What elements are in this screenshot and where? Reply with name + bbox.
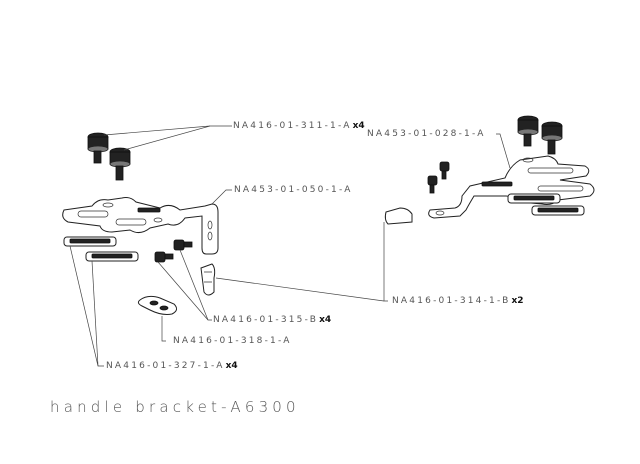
small-screw-1 (154, 251, 174, 263)
quantity: x4 (319, 315, 332, 325)
plate-part (137, 295, 178, 315)
quantity: x4 (225, 361, 238, 371)
part-number: NA416-01-311-1-A (233, 121, 352, 131)
knob-screw-left-1 (87, 132, 109, 164)
rail-pad-right-1 (507, 193, 561, 204)
quantity: x2 (511, 296, 524, 306)
label-plate: NA416-01-318-1-A (173, 336, 292, 347)
knob-screw-right-2 (541, 121, 563, 155)
label-rail-pad: NA416-01-327-1-Ax4 (106, 361, 238, 372)
label-small-screw: NA416-01-315-Bx4 (213, 315, 331, 326)
quantity: x4 (352, 121, 365, 131)
rail-pad-right-2 (531, 205, 585, 216)
label-right-bracket: NA453-01-028-1-A (367, 129, 486, 140)
clip-part (200, 263, 216, 296)
rail-pad-left-1 (63, 236, 117, 247)
left-bracket-part (62, 197, 219, 255)
small-screw-2 (173, 239, 193, 251)
part-number: NA416-01-318-1-A (173, 336, 292, 346)
small-screw-right-2 (427, 175, 438, 194)
part-number: NA453-01-028-1-A (367, 129, 486, 139)
knob-screw-right-1 (517, 115, 539, 147)
knob-screw-left-2 (109, 147, 131, 181)
label-clip: NA416-01-314-1-Bx2 (392, 296, 524, 307)
rail-pad-left-2 (85, 251, 139, 262)
part-number: NA416-01-327-1-A (106, 361, 225, 371)
label-knob-screw: NA416-01-311-1-Ax4 (233, 121, 365, 132)
clip-right-part (384, 207, 413, 225)
part-number: NA416-01-314-1-B (392, 296, 511, 306)
part-number: NA453-01-050-1-A (234, 185, 353, 195)
small-screw-right-1 (439, 161, 450, 180)
diagram-title: handle bracket-A6300 (50, 398, 300, 416)
part-number: NA416-01-315-B (213, 315, 319, 325)
leader-lines (69, 125, 511, 367)
label-left-bracket: NA453-01-050-1-A (234, 185, 353, 196)
